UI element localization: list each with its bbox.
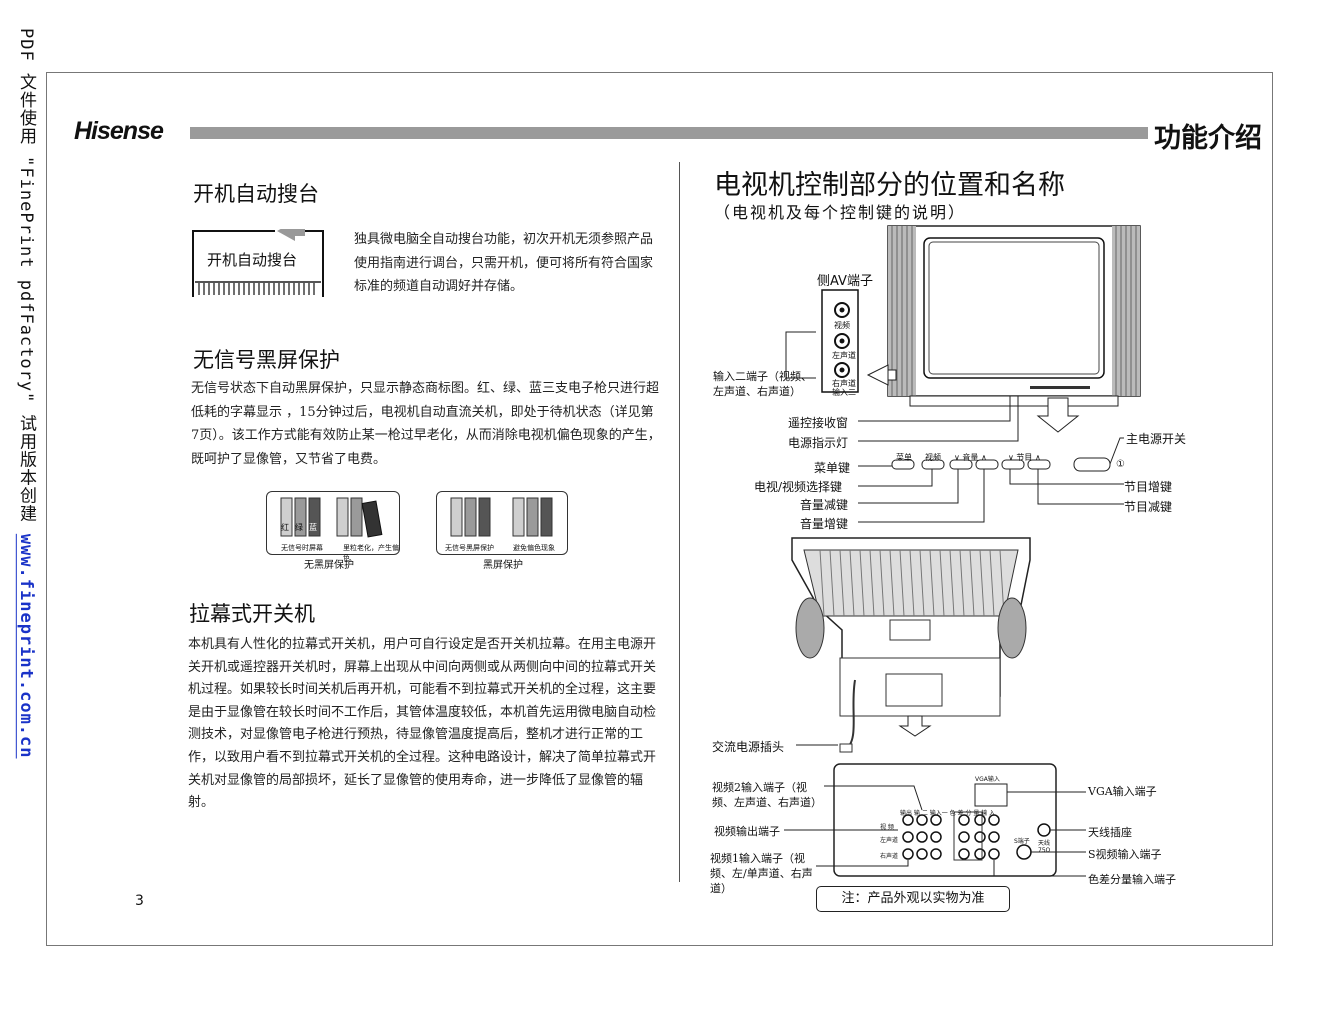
video1-input-label: 视频1输入端子（视频、左/单声道、右声道） [710, 852, 813, 895]
protection-figure: 无信号黑屏保护 避免偏色现象 [436, 491, 568, 555]
watermark-text: PDF 文件使用 "FinePrint pdfFactory" 试用版本创建 [16, 28, 36, 534]
btn-mark-channel: ∨ 节目 ∧ [1008, 453, 1041, 462]
auto-tune-badge-frame [192, 221, 324, 297]
no-protection-guns-svg [280, 497, 383, 538]
auto-tune-text: 独具微电脑全自动搜台功能，初次开机无须参照产品使用指南进行调台，只需开机，便可将… [354, 232, 654, 294]
auto-tune-badge-label: 开机自动搜台 [207, 251, 298, 269]
no-protection-figure: 红 绿 蓝 无信号时屏幕 里粒老化，产生偏色 [266, 491, 400, 562]
appearance-note: 注：产品外观以实物为准 [816, 886, 1010, 912]
power-icon: ① [1116, 459, 1125, 470]
vol-up-label: 音量增键 [800, 517, 849, 531]
panel-row-right: 右声道 [880, 853, 899, 860]
page-frame [46, 72, 1273, 946]
no-protection-sub-2: 里粒老化，产生偏色 [343, 544, 399, 562]
brand-logo: Hisense [74, 117, 164, 145]
watermark-link[interactable]: www.fineprint.com.cn [16, 533, 36, 759]
s-video-label: S视频输入端子 [1088, 848, 1162, 861]
ac-plug-label: 交流电源插头 [712, 740, 785, 754]
header-bar [190, 127, 1148, 139]
protection-guns-svg [450, 497, 553, 537]
side-jack-input2: 输入二 [832, 388, 856, 397]
btn-mark-menu: 菜单 [896, 453, 912, 462]
panel-row-left: 左声道 [880, 837, 899, 844]
side-av-label: 侧AV端子 [817, 274, 873, 289]
tv-diagram [784, 225, 1141, 877]
controls-subtitle: （电视机及每个控制键的说明） [714, 203, 967, 222]
gun-label-green: 绿 [295, 523, 303, 532]
remote-receiver-label: 遥控接收窗 [788, 416, 849, 430]
panel-vga-mark: VGA输入 [975, 776, 1000, 783]
auto-tune-heading: 开机自动搜台 [193, 182, 319, 206]
controls-title: 电视机控制部分的位置和名称 [714, 170, 1065, 201]
side-jack-left: 左声道 [832, 351, 856, 360]
page-title: 功能介绍 [1154, 123, 1262, 154]
page-number: 3 [135, 893, 144, 909]
watermark: PDF 文件使用 "FinePrint pdfFactory" 试用版本创建 w… [14, 28, 39, 759]
gun-label-red: 红 [281, 523, 289, 532]
input2-label: 输入二端子（视频、左声道、右声道） [713, 370, 812, 398]
panel-s-mark: S端子 [1014, 838, 1030, 845]
gun-label-blue: 蓝 [309, 523, 317, 532]
vol-down-label: 音量减键 [800, 498, 849, 512]
column-divider [679, 162, 680, 882]
panel-antenna-mark: 天线 75Ω [1038, 840, 1051, 854]
power-indicator-label: 电源指示灯 [788, 436, 849, 450]
no-protection-caption: 无黑屏保护 [304, 560, 354, 571]
side-jack-right: 右声道 [832, 379, 856, 388]
btn-mark-video: 视频 [925, 453, 941, 462]
btn-mark-volume: ∨ 音量 ∧ [954, 453, 987, 462]
tv-av-key-label: 电视/视频选择键 [754, 480, 843, 494]
protection-sub-2: 避免偏色现象 [513, 544, 555, 552]
main-power-label: 主电源开关 [1126, 432, 1187, 446]
component-input-label: 色差分量输入端子 [1088, 873, 1176, 886]
black-screen-heading: 无信号黑屏保护 [193, 348, 340, 372]
curtain-heading: 拉幕式开关机 [189, 602, 315, 626]
ch-down-label: 节目减键 [1124, 500, 1173, 514]
protection-caption: 黑屏保护 [483, 560, 523, 571]
antenna-label: 天线插座 [1088, 826, 1132, 839]
ch-up-label: 节目增键 [1124, 480, 1173, 494]
video-output-label: 视频输出端子 [714, 825, 780, 838]
side-jack-video: 视频 [834, 321, 850, 330]
auto-tune-badge: 开机自动搜台 [191, 221, 324, 297]
menu-key-label: 菜单键 [814, 461, 851, 475]
black-screen-text: 无信号状态下自动黑屏保护，只显示静态商标图。红、绿、蓝三支电子枪只进行超低耗的字… [191, 381, 661, 467]
video2-input-label: 视频2输入端子（视频、左声道、右声道） [712, 781, 822, 809]
no-protection-sub-1: 无信号时屏幕 [281, 544, 323, 552]
panel-row-video: 视 频 [880, 824, 894, 831]
curtain-text: 本机具有人性化的拉幕式开关机，用户可自行设定是否开关机拉幕。在用主电源开关开机或… [188, 637, 657, 811]
panel-top-mark: 输出 输 二 输入一 色 差 分 量 输 入 [900, 810, 996, 817]
protection-sub-1: 无信号黑屏保护 [445, 544, 494, 552]
vga-input-label: VGA输入端子 [1088, 785, 1157, 798]
